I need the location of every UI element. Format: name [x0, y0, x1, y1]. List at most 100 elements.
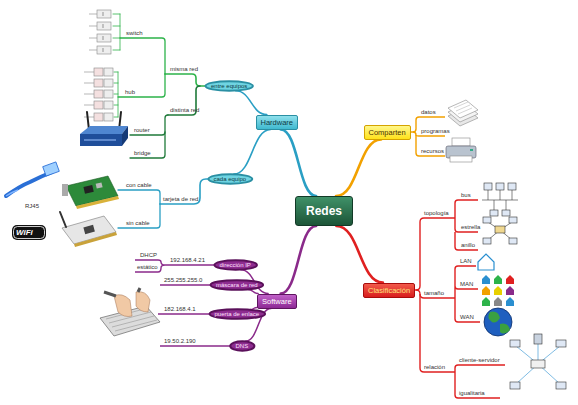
- branch-line: [416, 135, 445, 156]
- router-picture: [80, 126, 128, 134]
- branch-label: topología: [424, 210, 449, 217]
- man-icon: [482, 286, 490, 295]
- branch-label: DHCP: [140, 252, 157, 259]
- keyboard-picture: [104, 288, 140, 296]
- keyboard-picture: [100, 288, 160, 336]
- data-picture: [448, 100, 478, 118]
- router-picture: [122, 126, 128, 146]
- branch-line: [455, 266, 480, 322]
- hub-icon: [104, 68, 113, 76]
- branch-box: Hardware: [256, 115, 299, 130]
- bus-topology-icon: [482, 190, 518, 210]
- branch-label: estrella: [461, 224, 480, 231]
- branch-label: distinta red: [170, 107, 199, 114]
- topic-text: Hardware: [261, 118, 294, 127]
- bus-topology-icon: [490, 210, 498, 216]
- wifi-logo: [12, 225, 46, 240]
- hub-icon: [104, 90, 113, 98]
- branch-label: bus: [461, 192, 471, 199]
- client-server-icon: [556, 382, 566, 389]
- man-icon: [494, 286, 502, 295]
- ellipse-outline: [209, 309, 265, 319]
- network-card-picture: [83, 185, 93, 194]
- man-icon: [482, 275, 514, 306]
- bus-topology-icon: [508, 183, 516, 190]
- branch-label: 255.255.255.0: [164, 277, 202, 284]
- star-topology-icon: [483, 217, 517, 244]
- branch-line: [412, 218, 455, 290]
- branch-line: [160, 345, 234, 346]
- star-topology-icon: [488, 222, 512, 240]
- branch-label: con cable: [126, 182, 152, 189]
- printer-picture: [446, 138, 476, 162]
- switch-icon: [97, 10, 111, 18]
- bus-topology-icon: [496, 183, 504, 190]
- network-card-picture: [96, 182, 103, 188]
- lan-icon: [478, 254, 494, 270]
- branch-label: estático: [137, 264, 158, 271]
- topic-text: cada equipo: [214, 176, 247, 182]
- topic-text: máscara de red: [216, 282, 258, 288]
- branch-label: programas: [421, 128, 450, 135]
- hub-icon: [94, 113, 103, 121]
- sub-topic-ellipse: entre equipos: [205, 81, 253, 91]
- data-picture: [448, 100, 478, 126]
- branch-connector: [336, 140, 381, 197]
- ellipse-outline: [205, 81, 252, 91]
- star-topology-icon: [483, 238, 491, 244]
- cable-picture: [6, 190, 18, 196]
- star-topology-icon: [509, 217, 517, 223]
- wireless-card-picture: [74, 232, 117, 247]
- man-icon: [506, 286, 514, 295]
- man-icon: [482, 275, 490, 284]
- star-topology-icon: [495, 226, 505, 233]
- hub-icon: [94, 68, 103, 76]
- topic-text: puerta de enlace: [215, 311, 260, 317]
- topic-text: Software: [262, 297, 292, 306]
- topic-text: dirección IP: [220, 262, 251, 268]
- keyboard-picture: [114, 295, 132, 317]
- wan-globe: [484, 308, 512, 336]
- branch-line: [416, 290, 455, 298]
- logo-text: WiFi: [16, 228, 33, 237]
- topic-text: DNS: [236, 343, 249, 349]
- router-picture: [80, 112, 128, 146]
- branch-connector: [281, 226, 316, 294]
- ellipse-outline: [230, 341, 254, 351]
- wireless-card-picture: [83, 225, 94, 234]
- cable-picture: [43, 162, 60, 176]
- client-server-icon: [510, 340, 520, 347]
- branch-box: Software: [257, 294, 297, 309]
- branch-line: [118, 204, 160, 228]
- man-icon: [506, 297, 514, 306]
- network-card-picture: [62, 184, 68, 196]
- branch-line: [114, 72, 118, 117]
- branch-label: cliente-servidor: [459, 357, 500, 364]
- branch-label: 19.50.2.190: [164, 338, 196, 345]
- branch-line: [118, 74, 165, 97]
- printer-picture: [470, 149, 473, 151]
- branch-label: tamaño: [424, 290, 444, 297]
- bus-topology-icon: [502, 210, 510, 216]
- branch-label: 182.168.4.1: [164, 306, 196, 313]
- branch-line: [165, 74, 206, 86]
- topic-text: Redes: [306, 204, 342, 218]
- switch-icon: [103, 12, 104, 52]
- branch-label: hub: [125, 89, 135, 96]
- wan-globe: [484, 308, 512, 336]
- cable-picture: [6, 162, 59, 196]
- branch-label: RJ45: [25, 203, 39, 210]
- branch-line: [160, 179, 210, 204]
- hub-icon: [94, 79, 103, 87]
- branch-line: [135, 260, 234, 346]
- hub-icon: [104, 101, 113, 109]
- data-picture: [454, 102, 472, 114]
- wan-globe: [488, 312, 500, 323]
- topic-text: entre equipos: [211, 83, 247, 89]
- branch-connector: [281, 130, 316, 197]
- switch-icon: [97, 34, 111, 42]
- man-icon: [506, 275, 514, 284]
- cable-picture: [6, 172, 52, 196]
